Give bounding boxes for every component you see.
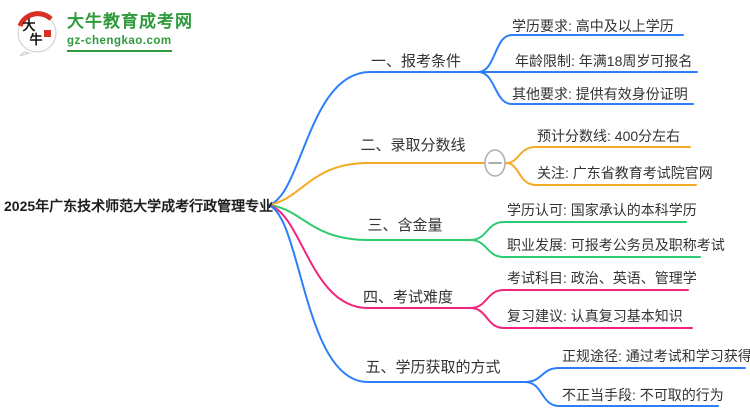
svg-text:大: 大 bbox=[22, 18, 35, 33]
branch-1-leaf-1: 学历要求: 高中及以上学历 bbox=[512, 18, 674, 34]
branch-3-leaf-2: 职业发展: 可报考公务员及职称考试 bbox=[507, 237, 725, 253]
logo-bull-icon: 大 牛 bbox=[17, 11, 57, 56]
branch-5-leaf-2: 不正当手段: 不可取的行为 bbox=[562, 387, 724, 403]
branch-line bbox=[505, 162, 697, 186]
branch-1-leaf-2: 年龄限制: 年满18周岁可报名 bbox=[515, 53, 693, 69]
branch-line bbox=[505, 146, 691, 164]
branch-line bbox=[469, 239, 701, 258]
branch-2-lines bbox=[267, 146, 697, 206]
branch-2-label: 二、录取分数线 bbox=[360, 137, 466, 154]
branch-line bbox=[267, 204, 471, 309]
logo: 大 牛 大牛教育成考网 gz-chengkao.com bbox=[14, 8, 193, 56]
collapse-toggle[interactable] bbox=[484, 149, 506, 177]
branch-line bbox=[469, 307, 693, 329]
branch-4-leaf-1: 考试科目: 政治、英语、管理学 bbox=[507, 270, 697, 286]
branch-5-label: 五、学历获取的方式 bbox=[365, 359, 501, 376]
branch-2-leaf-1: 预计分数线: 400分左右 bbox=[537, 128, 681, 144]
branch-3-label: 三、含金量 bbox=[367, 217, 443, 234]
branch-line bbox=[477, 71, 694, 105]
branch-5-leaf-1: 正规途径: 通过考试和学习获得 bbox=[562, 348, 750, 364]
branch-line bbox=[524, 381, 719, 407]
branch-3-leaf-1: 学历认可: 国家承认的本科学历 bbox=[507, 202, 697, 218]
branch-1-leaf-3: 其他要求: 提供有效身份证明 bbox=[512, 86, 688, 102]
svg-text:牛: 牛 bbox=[29, 32, 42, 47]
branch-line bbox=[469, 289, 689, 309]
branch-5-lines bbox=[267, 204, 746, 407]
logo-domain: gz-chengkao.com bbox=[67, 35, 172, 52]
branch-line bbox=[267, 204, 526, 383]
branch-3-lines bbox=[267, 204, 701, 258]
branch-line bbox=[267, 71, 479, 206]
branch-1-lines bbox=[267, 34, 698, 206]
central-topic: 2025年广东技术师范大学成考行政管理专业 bbox=[4, 198, 274, 214]
branch-line bbox=[524, 367, 746, 383]
branch-line bbox=[267, 162, 485, 206]
branch-line bbox=[477, 34, 684, 73]
branch-4-label: 四、考试难度 bbox=[362, 289, 453, 306]
branch-2-leaf-2: 关注: 广东省教育考试院官网 bbox=[537, 165, 713, 181]
branch-1-label: 一、报考条件 bbox=[370, 53, 461, 70]
branch-line bbox=[267, 204, 471, 241]
logo-title: 大牛教育成考网 bbox=[67, 12, 193, 31]
branch-4-lines bbox=[267, 204, 693, 329]
branch-4-leaf-2: 复习建议: 认真复习基本知识 bbox=[507, 308, 683, 324]
branch-line bbox=[469, 221, 687, 241]
